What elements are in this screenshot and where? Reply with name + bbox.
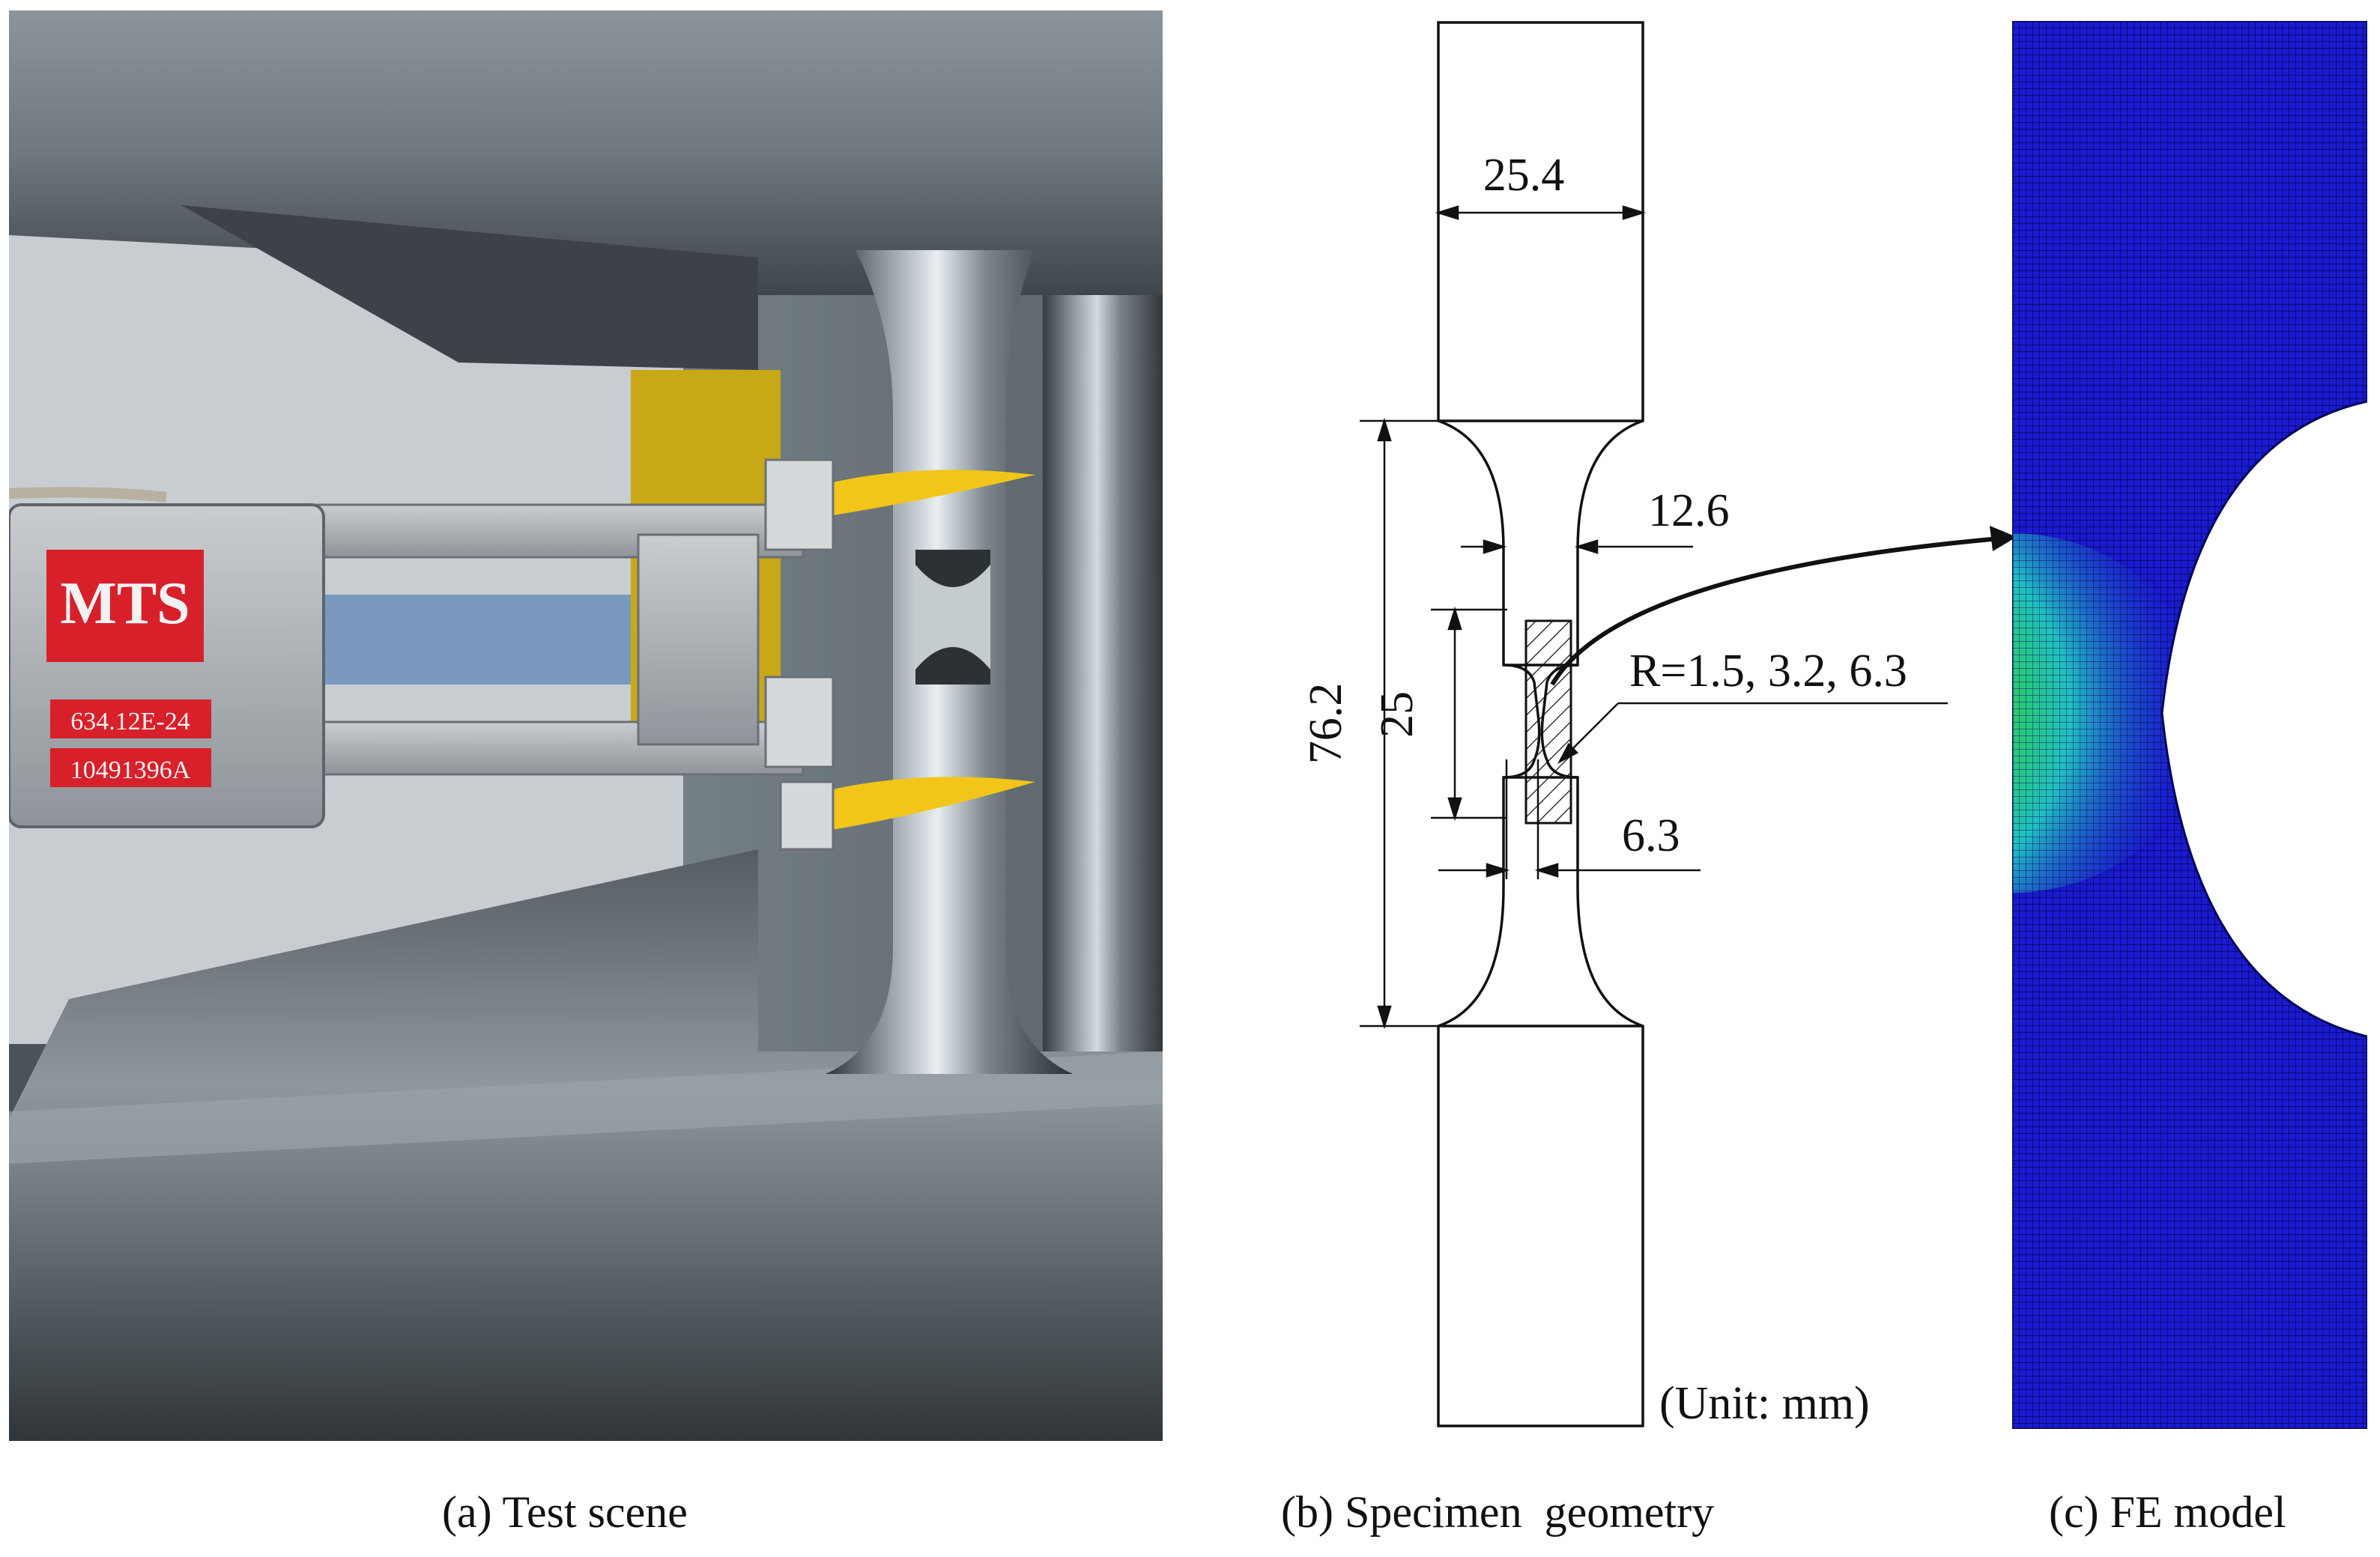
extensometer-serial-label: 10491396A xyxy=(70,756,191,784)
test-scene-photo: MTS 634.12E-24 10491396A xyxy=(7,10,1163,1441)
detail-callout-arrow xyxy=(1550,526,2017,686)
dim-gauge-width: 12.6 xyxy=(1648,485,1730,536)
dim-grip-width: 25.4 xyxy=(1483,150,1565,201)
hatched-detail-region xyxy=(1524,619,1572,825)
test-scene-illustration: MTS 634.12E-24 10491396A xyxy=(7,10,1163,1441)
unit-note: (Unit: mm) xyxy=(1659,1378,1870,1429)
dim-notch-region: 25 xyxy=(1372,691,1423,738)
extensometer-model-label: 634.12E-24 xyxy=(70,708,190,735)
extensometer-brand-label: MTS xyxy=(60,571,190,637)
dim-parallel-length: 76.2 xyxy=(1300,683,1351,765)
fe-model-mesh xyxy=(2011,19,2369,1430)
caption-test-scene: (a) Test scene xyxy=(442,1487,688,1537)
dim-net-width: 6.3 xyxy=(1622,810,1680,861)
caption-fe-model: (c) FE model xyxy=(2049,1487,2286,1537)
dim-notch-radius: R=1.5, 3.2, 6.3 xyxy=(1629,646,1907,696)
caption-specimen-geometry: (b) Specimen geometry xyxy=(1281,1487,1715,1537)
fe-model-svg xyxy=(2011,19,2369,1430)
